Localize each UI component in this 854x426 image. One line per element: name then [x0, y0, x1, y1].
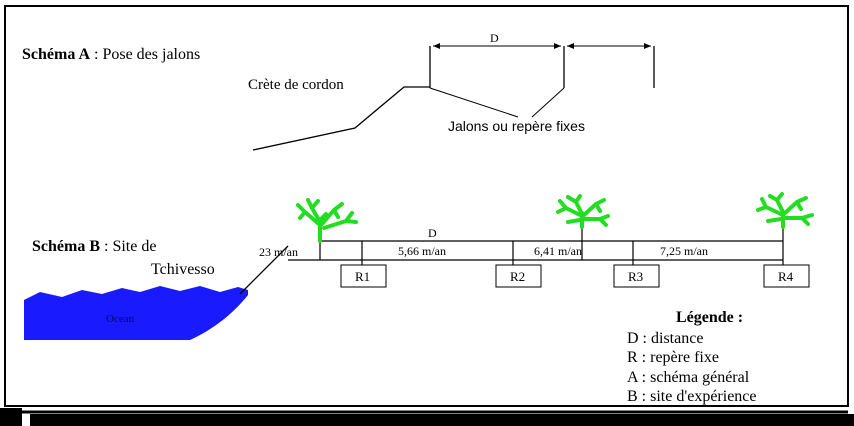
legend-item: D : distance — [627, 330, 703, 347]
schema-a-arrowhead — [433, 43, 440, 49]
tree-icon — [756, 192, 814, 229]
marker-label: R3 — [628, 269, 643, 284]
schema-a-title: Schéma A : Pose des jalons — [22, 46, 200, 63]
rate-label: 5,66 m/an — [398, 244, 446, 258]
bottom-black-bar — [30, 414, 854, 426]
marker-box — [763, 264, 810, 288]
schema-a-dune-profile — [252, 86, 430, 151]
marker-label: R1 — [355, 269, 370, 284]
marker-label: R4 — [778, 269, 794, 284]
rate-label: 23 m/an — [259, 245, 298, 259]
marker-label: R2 — [510, 269, 525, 284]
schema-a-crete-label: Crète de cordon — [248, 77, 344, 93]
schema-a-pointer-line — [531, 87, 565, 118]
ocean-label: Ocean — [106, 313, 135, 325]
schema-b-title: Schéma B : Site de — [32, 238, 156, 255]
legend-item: A : schéma général — [627, 369, 750, 386]
schema-a-arrowhead — [567, 43, 574, 49]
schema-a-arrowhead — [554, 43, 561, 49]
marker-box — [495, 264, 542, 288]
marker-box — [340, 264, 387, 288]
schema-b-site-name: Tchivesso — [151, 261, 215, 278]
beach-slope-line — [239, 245, 289, 295]
corner-block — [0, 408, 22, 426]
rate-label: 6,41 m/an — [534, 244, 582, 258]
schema-b-distance-label: D — [428, 226, 437, 240]
legend-item: B : site d'expérience — [627, 388, 757, 405]
tree-icon — [296, 198, 358, 243]
tree-icon — [556, 194, 610, 229]
schema-a-pointer-line — [429, 87, 519, 118]
marker-box — [613, 264, 660, 288]
legend-item: R : repère fixe — [627, 349, 719, 366]
schema-a-jalons-label: Jalons ou repère fixes — [448, 118, 585, 134]
schema-a-distance-label: D — [490, 31, 499, 45]
schema-a-arrowhead — [644, 43, 651, 49]
legend-title: Légende : — [676, 309, 743, 326]
ocean-shape — [24, 286, 248, 340]
diagram-border — [4, 5, 849, 407]
rate-label: 7,25 m/an — [660, 244, 708, 258]
